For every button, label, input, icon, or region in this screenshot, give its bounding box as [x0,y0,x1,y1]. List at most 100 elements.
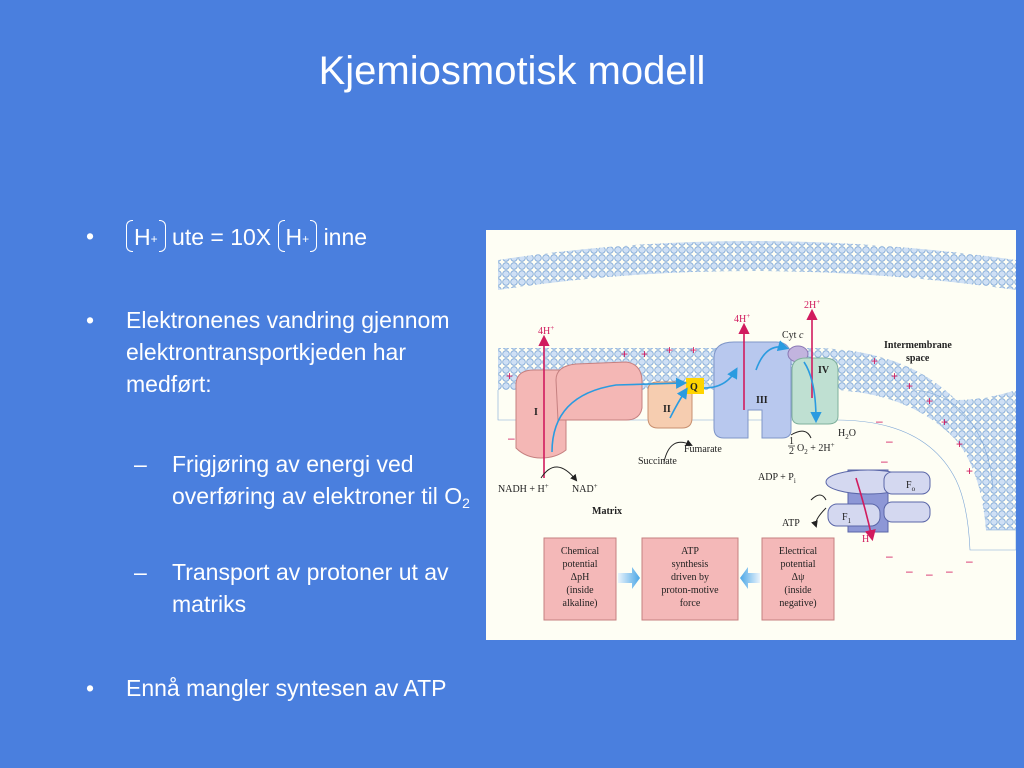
cyt-c-label: Cyt c [782,330,804,341]
succinate-label: Succinate [638,456,677,467]
h-inside: H [285,224,303,250]
atp-synthase: Fo F1 [825,469,931,533]
adp-label: ADP + Pi [758,472,796,485]
oxygen-label: O2 + 2H+ [797,441,835,456]
svg-text:potential: potential [781,559,816,570]
svg-text:synthesis: synthesis [672,559,709,570]
svg-text:+: + [966,464,973,478]
slide-title: Kjemiosmotisk modell [318,49,706,93]
sub-bullet-1-main: Frigjøring av energi ved overføring av e… [172,451,463,509]
electron-arrows [551,340,822,453]
svg-text:Δψ: Δψ [792,572,805,583]
left-bracket [277,220,285,252]
half-numerator: 1 [789,436,794,447]
f-o-label: Fo [906,480,916,493]
bullet-2-text: Elektronenes vandring gjennom elektrontr… [126,307,450,397]
complex-i: I [515,361,643,459]
bullet-3-symbol: • [86,675,95,701]
complex-iii: III [713,341,792,439]
chemical-potential-box: Chemical potential ΔpH (inside alkaline) [543,537,617,621]
svg-text:proton-motive: proton-motive [661,585,719,596]
half-denominator: 2 [789,446,794,457]
complex-ii: II [647,381,693,429]
svg-text:–: – [508,431,515,445]
electrical-potential-box: Electrical potential Δψ (inside negative… [761,537,835,621]
left-arrow [740,567,760,589]
svg-text:ATP: ATP [681,546,699,557]
sub-bullet-2-text: Transport av protoner ut av matriks [172,559,449,617]
right-bracket [158,220,166,252]
h-right-label: 2H+ [804,298,820,311]
bullet-1-text: H+ ute = 10X H+ inne [126,220,478,255]
complex-iv: IV [791,357,839,425]
o2-subscript: 2 [462,495,470,511]
bullet-1-middle: ute = 10X [172,224,272,250]
svg-text:+: + [941,415,948,429]
svg-text:+: + [641,347,648,361]
atp-synthesis-box: ATP synthesis driven by proton-motive fo… [641,537,739,621]
svg-text:+: + [690,343,697,357]
sub-bullet-2-dash: – [134,559,147,585]
right-bracket [310,220,318,252]
h-left-label: 4H+ [538,324,554,337]
svg-text:Chemical: Chemical [561,546,600,557]
svg-text:potential: potential [563,559,598,570]
svg-text:(inside: (inside [784,585,812,596]
bullet-1-tail: inne [323,224,368,250]
svg-text:–: – [881,454,888,468]
left-bracket [126,220,133,252]
h-outside-sup: + [150,232,158,246]
svg-text:(inside: (inside [566,585,594,596]
sub-bullet-1-text: Frigjøring av energi ved overføring av e… [172,448,478,519]
svg-text:Electrical: Electrical [779,546,818,557]
h-atp-label: H+ [862,532,873,545]
intermembrane-label-2: space [906,353,930,364]
svg-text:alkaline): alkaline) [563,598,598,609]
fumarate-label: Fumarate [684,444,722,455]
intermembrane-label-1: Intermembrane [884,340,952,351]
reaction-arrows [540,430,827,528]
svg-text:ΔpH: ΔpH [571,572,590,583]
h-inside-sup: + [302,232,310,246]
svg-text:–: – [966,554,973,568]
svg-text:–: – [946,564,953,578]
svg-text:+: + [666,343,673,357]
svg-text:+: + [506,369,513,383]
svg-text:driven by: driven by [671,572,709,583]
nad-label: NAD+ [572,482,598,495]
svg-text:–: – [926,567,933,581]
svg-text:+: + [891,369,898,383]
svg-text:+: + [621,347,628,361]
complex-ii-label: II [663,404,671,415]
h-mid-label: 4H+ [734,312,750,325]
svg-text:–: – [906,564,913,578]
q-label: Q [690,382,698,393]
proton-arrows [538,308,876,542]
complex-i-label: I [534,407,538,418]
bullet-2-symbol: • [86,307,95,333]
svg-text:–: – [886,434,893,448]
minus-signs: – – – – – – – – – [508,414,973,581]
bullet-1-symbol: • [86,223,95,249]
bullet-3-text: Ennå mangler syntesen av ATP [126,675,447,701]
svg-text:–: – [886,549,893,563]
svg-text:force: force [680,598,701,609]
sub-bullet-1-dash: – [134,451,147,477]
chemiosmotic-diagram: + + + + + + + + + + + + – – – – – – – – … [497,241,1016,621]
complex-iii-label: III [756,395,768,406]
atp-label: ATP [782,518,800,529]
h-outside: H [134,224,151,250]
matrix-label: Matrix [592,506,622,517]
f-1-label: F1 [842,512,852,525]
h2o-label: H2O [838,428,856,441]
svg-text:–: – [876,414,883,428]
chemiosmotic-figure: + + + + + + + + + + + + – – – – – – – – … [486,230,1016,640]
svg-text:+: + [956,437,963,451]
svg-text:negative): negative) [779,598,816,609]
inner-membrane [498,348,1016,530]
quinone: Q [686,378,704,394]
plus-signs: + + + + + + + + + + + + [506,343,973,478]
nadh-label: NADH + H+ [498,482,549,495]
right-arrow [618,567,640,589]
svg-text:+: + [906,379,913,393]
